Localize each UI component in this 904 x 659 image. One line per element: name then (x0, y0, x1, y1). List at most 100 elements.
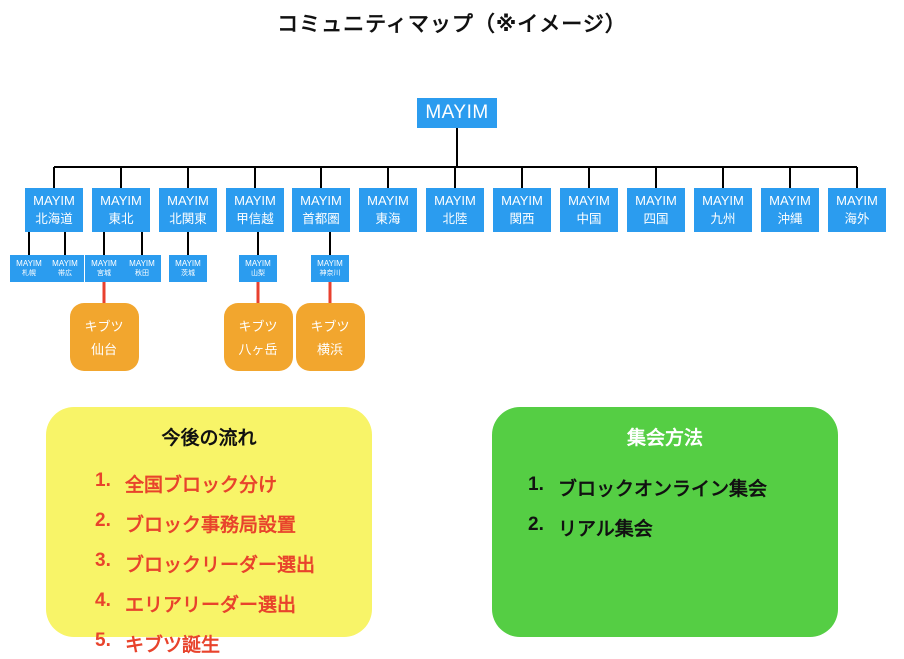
region-node: MAYIM 東北 (92, 188, 150, 232)
region-brand: MAYIM (367, 192, 409, 208)
area-node: MAYIM 茨城 (169, 255, 207, 282)
region-node: MAYIM 四国 (627, 188, 685, 232)
flow-item: 4. エリアリーダー選出 (95, 590, 372, 617)
future-flow-list: 1. 全国ブロック分け 2. ブロック事務局設置 3. ブロックリーダー選出 4. エリアリー… (95, 470, 372, 657)
kibbutz-prefix: キブツ (310, 319, 350, 334)
list-text: 全国ブロック分け (125, 475, 278, 496)
region-brand: MAYIM (769, 192, 811, 208)
area-name: 帯広 (58, 270, 72, 278)
list-number: 1. (528, 474, 544, 495)
list-text: ブロック事務局設置 (125, 515, 297, 536)
region-name: 九州 (710, 211, 736, 226)
flow-item: 3. ブロックリーダー選出 (95, 550, 372, 577)
region-brand: MAYIM (501, 192, 543, 208)
region-node: MAYIM 沖縄 (761, 188, 819, 232)
kibbutz-name: 仙台 (90, 342, 117, 357)
list-text: ブロックオンライン集会 (558, 479, 768, 500)
region-brand: MAYIM (702, 192, 744, 208)
area-node: MAYIM 札幌 (10, 255, 48, 282)
area-name: 茨城 (181, 270, 195, 278)
list-number: 2. (95, 510, 111, 531)
list-number: 2. (528, 514, 544, 535)
region-node: MAYIM 北海道 (25, 188, 83, 232)
meeting-method-panel: 集会方法 1. ブロックオンライン集会 2. リアル集会 (492, 407, 838, 637)
region-name: 北関東 (169, 211, 207, 226)
region-node: MAYIM 東海 (359, 188, 417, 232)
kibbutz-name: 八ヶ岳 (238, 342, 278, 357)
root-node: MAYIM (417, 98, 497, 128)
region-name: 北海道 (35, 211, 73, 226)
region-name: 甲信越 (236, 211, 274, 226)
region-name: 東海 (375, 211, 401, 226)
area-brand: MAYIM (52, 258, 78, 268)
area-brand: MAYIM (91, 258, 117, 268)
area-name: 札幌 (22, 270, 36, 278)
region-brand: MAYIM (167, 192, 209, 208)
list-number: 3. (95, 550, 111, 571)
area-brand: MAYIM (175, 258, 201, 268)
region-node: MAYIM 北関東 (159, 188, 217, 232)
kibbutz-node: キブツ横浜 (295, 303, 365, 371)
list-number: 4. (95, 590, 111, 611)
flow-item: 5. キブツ誕生 (95, 630, 372, 657)
area-node: MAYIM 秋田 (123, 255, 161, 282)
region-node: MAYIM 海外 (828, 188, 886, 232)
kibbutz-node: キブツ仙台 (69, 303, 139, 371)
region-name: 四国 (643, 211, 669, 226)
region-brand: MAYIM (100, 192, 142, 208)
region-brand: MAYIM (635, 192, 677, 208)
meeting-method-list: 1. ブロックオンライン集会 2. リアル集会 (528, 474, 838, 541)
list-number: 5. (95, 630, 111, 651)
region-name: 東北 (108, 211, 134, 226)
kibbutz-name: 横浜 (316, 342, 343, 357)
region-name: 中国 (576, 211, 602, 226)
area-brand: MAYIM (317, 258, 343, 268)
area-name: 宮城 (97, 270, 111, 278)
kibbutz-prefix: キブツ (238, 319, 278, 334)
area-node: MAYIM 帯広 (46, 255, 84, 282)
region-name: 海外 (844, 211, 870, 226)
region-node: MAYIM 首都圏 (292, 188, 350, 232)
area-name: 神奈川 (319, 270, 341, 278)
future-flow-title: 今後の流れ (161, 428, 257, 449)
list-text: ブロックリーダー選出 (125, 555, 316, 576)
flow-item: 2. ブロック事務局設置 (95, 510, 372, 537)
region-brand: MAYIM (434, 192, 476, 208)
region-brand: MAYIM (33, 192, 75, 208)
area-name: 山梨 (251, 270, 265, 278)
list-number: 1. (95, 470, 111, 491)
region-node: MAYIM 中国 (560, 188, 618, 232)
area-brand: MAYIM (129, 258, 155, 268)
future-flow-panel: 今後の流れ 1. 全国ブロック分け 2. ブロック事務局設置 3. ブロックリーダー選出 4… (46, 407, 372, 656)
kibbutz-node: キブツ八ヶ岳 (223, 303, 293, 371)
area-brand: MAYIM (16, 258, 42, 268)
list-text: リアル集会 (558, 519, 653, 540)
page-title: コミュニティマップ（※イメージ） (277, 13, 627, 36)
region-name: 首都圏 (302, 211, 340, 226)
area-name: 秋田 (135, 270, 149, 278)
area-node: MAYIM 神奈川 (311, 255, 349, 282)
region-brand: MAYIM (300, 192, 342, 208)
area-brand: MAYIM (245, 258, 271, 268)
region-node: MAYIM 甲信越 (226, 188, 284, 232)
region-name: 関西 (509, 211, 535, 226)
region-node: MAYIM 九州 (694, 188, 752, 232)
area-node: MAYIM 山梨 (239, 255, 277, 282)
region-brand: MAYIM (234, 192, 276, 208)
area-node: MAYIM 宮城 (85, 255, 123, 282)
flow-item: 1. 全国ブロック分け (95, 470, 372, 497)
list-text: キブツ誕生 (125, 635, 221, 656)
kibbutz-prefix: キブツ (84, 319, 124, 334)
meeting-item: 1. ブロックオンライン集会 (528, 474, 838, 501)
region-brand: MAYIM (568, 192, 610, 208)
region-brand: MAYIM (836, 192, 878, 208)
region-name: 沖縄 (777, 211, 803, 226)
list-text: エリアリーダー選出 (125, 595, 297, 616)
meeting-item: 2. リアル集会 (528, 514, 838, 541)
meeting-method-title: 集会方法 (626, 428, 703, 449)
region-node: MAYIM 関西 (493, 188, 551, 232)
